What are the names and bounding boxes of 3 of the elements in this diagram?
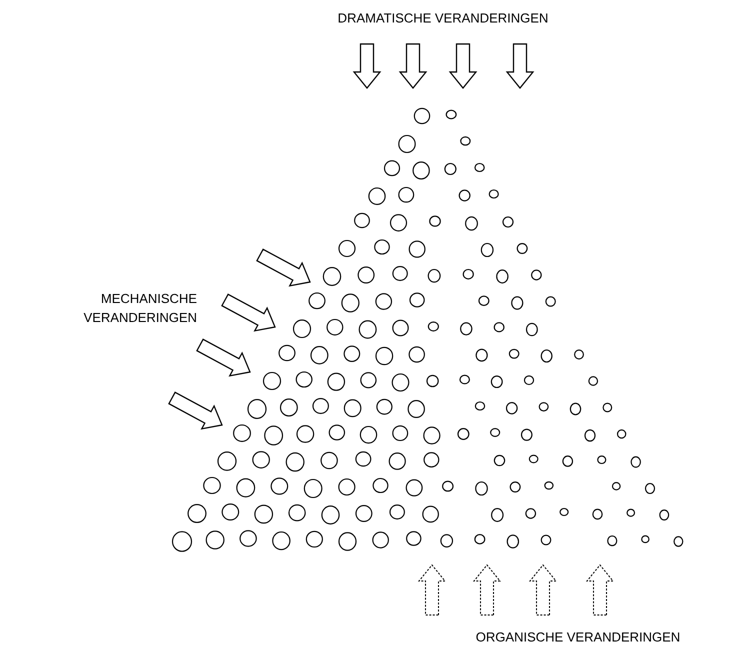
label-text: DRAMATISCHE VERANDERINGEN: [338, 13, 548, 23]
label-text: ORGANISCHE VERANDERINGEN: [476, 632, 680, 642]
label-text: MECHANISCHE VERANDERINGEN: [84, 294, 196, 322]
